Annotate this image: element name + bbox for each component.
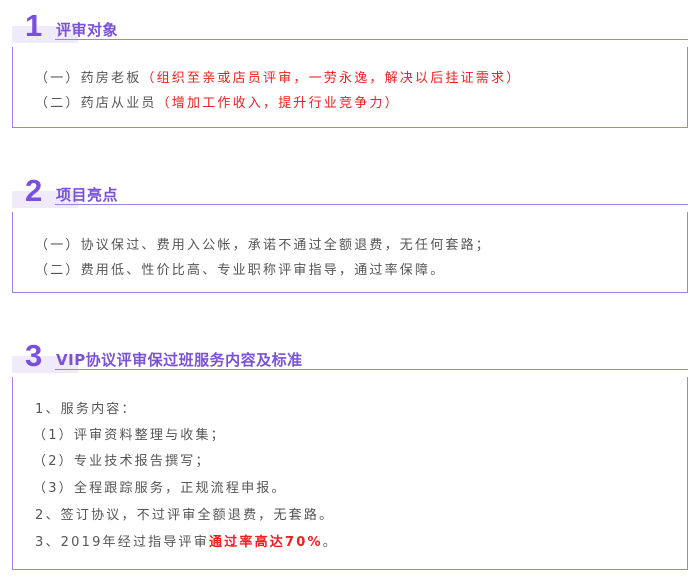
section-box: 1、服务内容： （1）评审资料整理与收集； （2）专业技术报告撰写； （3）全程…	[12, 377, 688, 570]
item-highlight: 通过率高达70%	[208, 535, 323, 550]
section-box: （一）药房老板（组织至亲或店员评审，一劳永逸，解决以后挂证需求） （二）药店从业…	[12, 47, 688, 128]
item-highlight: （增加工作收入，提升行业竞争力）	[156, 96, 400, 111]
list-item: （1）评审资料整理与收集；	[33, 428, 226, 443]
list-item: （二）费用低、性价比高、专业职称评审指导，通过率保障。	[35, 263, 446, 278]
number-highlight	[12, 191, 78, 208]
divider	[55, 204, 688, 205]
divider	[55, 369, 688, 370]
section-number: 2	[25, 173, 43, 208]
list-item: （一）协议保过、费用入公帐，承诺不通过全额退费，无任何套路；	[35, 238, 492, 253]
item-suffix: 。	[322, 535, 338, 550]
list-item: 1、服务内容：	[35, 402, 137, 417]
section-box: （一）协议保过、费用入公帐，承诺不通过全额退费，无任何套路； （二）费用低、性价…	[12, 212, 688, 293]
list-item: （3）全程跟踪服务，正规流程申报。	[33, 481, 287, 496]
section-number: 1	[25, 8, 43, 43]
section-number: 3	[25, 338, 43, 373]
item-text: （一）药房老板	[35, 71, 142, 86]
section-title: VIP协议评审保过班服务内容及标准	[56, 351, 303, 369]
number-highlight	[12, 356, 78, 373]
number-highlight	[12, 26, 78, 43]
section-title: 评审对象	[56, 21, 119, 39]
item-text: （二）药店从业员	[35, 96, 157, 111]
divider	[55, 39, 688, 40]
item-highlight: （组织至亲或店员评审，一劳永逸，解决以后挂证需求）	[141, 71, 522, 86]
list-item: （二）药店从业员（增加工作收入，提升行业竞争力）	[35, 92, 400, 111]
section-title: 项目亮点	[56, 186, 119, 204]
list-item: （一）药房老板（组织至亲或店员评审，一劳永逸，解决以后挂证需求）	[35, 67, 521, 86]
list-item: 3、2019年经过指导评审通过率高达70%。	[35, 531, 338, 550]
list-item: （2）专业技术报告撰写；	[33, 454, 211, 469]
list-item: 2、签订协议，不过评审全额退费，无套路。	[35, 508, 335, 523]
item-text: 3、2019年经过指导评审	[35, 535, 209, 550]
